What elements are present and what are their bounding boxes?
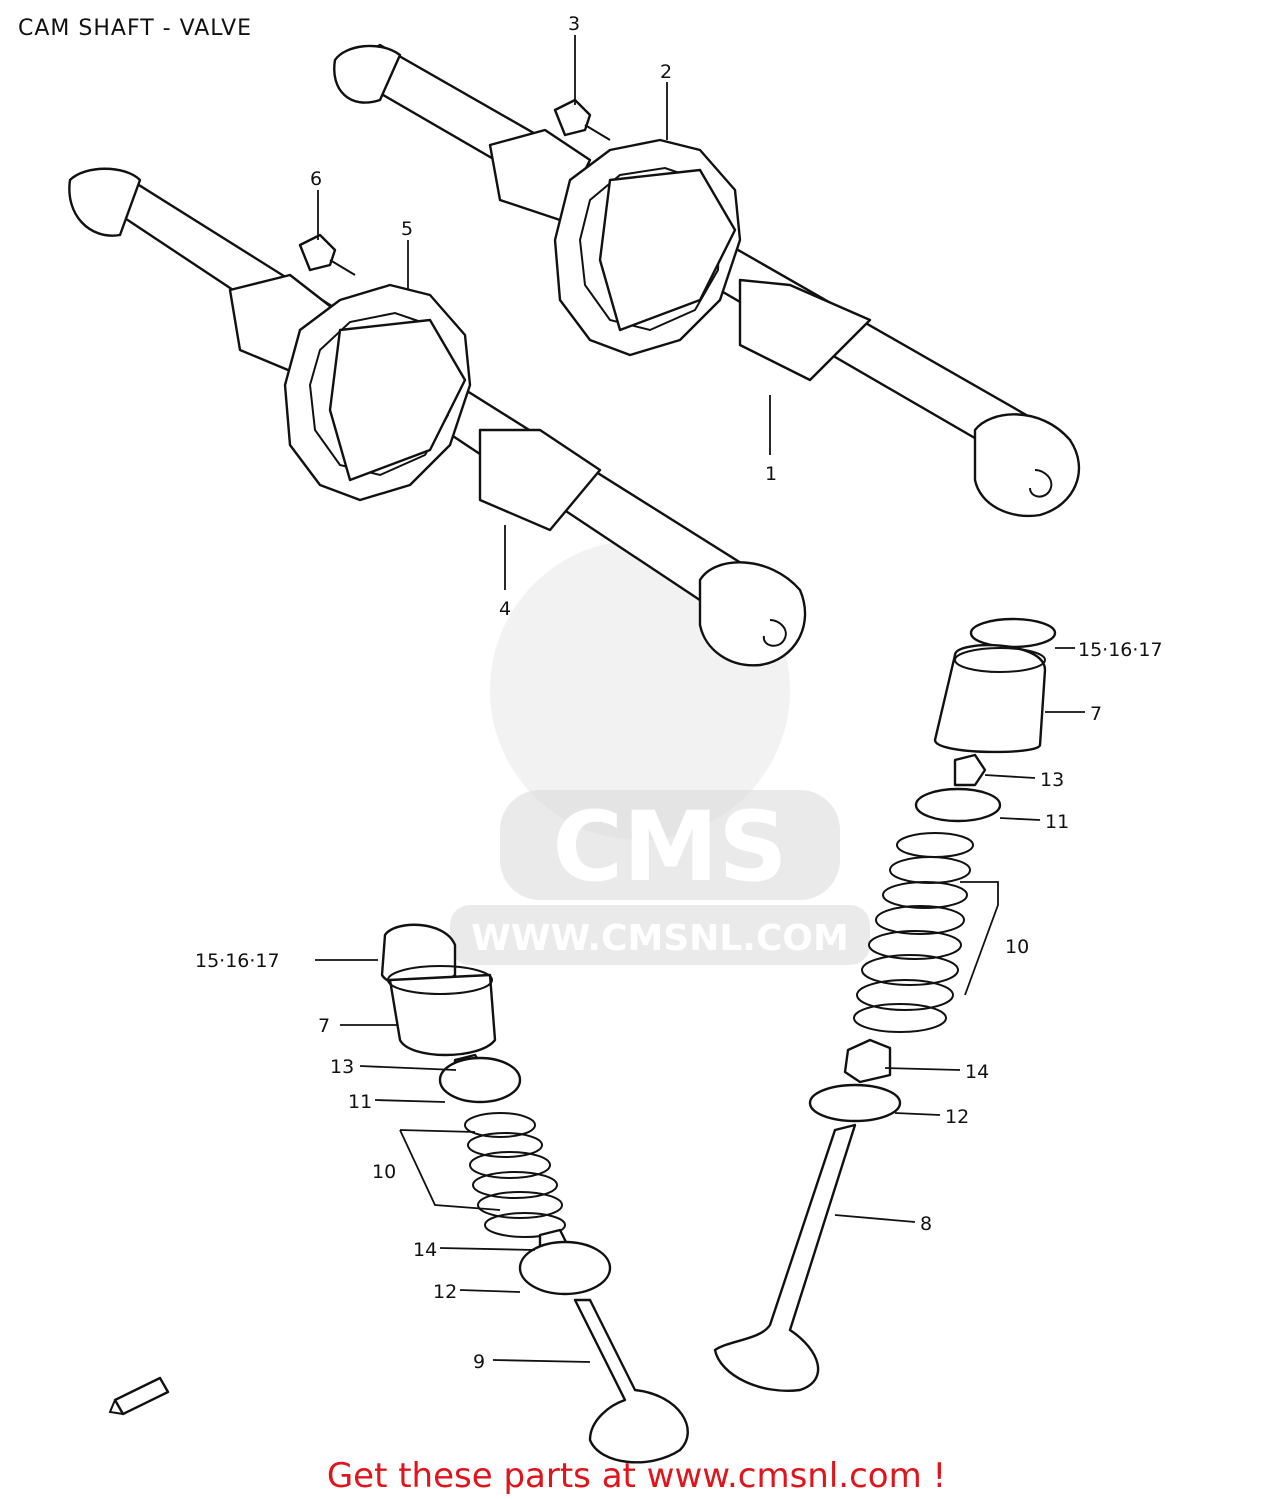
callout-7-right: 7 (1090, 703, 1102, 725)
callout-labels: 3 2 6 5 1 4 15·16·17 7 13 11 10 14 12 8 … (195, 13, 1163, 1373)
callout-12-left: 12 (433, 1281, 457, 1303)
retainer-right (914, 787, 1002, 823)
valve-intake-9 (573, 1298, 689, 1464)
seal-right (843, 1038, 892, 1084)
leader-lines (315, 35, 1085, 1363)
callout-7-left: 7 (318, 1015, 330, 1037)
spring-left (464, 1112, 566, 1238)
shim-right (969, 617, 1057, 649)
callout-5: 5 (401, 218, 413, 240)
page-title: CAM SHAFT - VALVE (18, 16, 253, 41)
footer-link[interactable]: Get these parts at www.cmsnl.com ! (326, 1456, 947, 1496)
callout-10-left: 10 (372, 1161, 396, 1183)
callout-10-right: 10 (1005, 936, 1029, 958)
right-valve-assembly (713, 617, 1057, 1392)
spring-seat-right (808, 1083, 902, 1123)
left-valve-assembly (380, 923, 689, 1464)
callout-14-right: 14 (965, 1061, 989, 1083)
cam-sprocket-5 (283, 283, 472, 502)
spring-right (853, 832, 974, 1033)
callout-11-right: 11 (1045, 811, 1069, 833)
callout-8: 8 (920, 1213, 932, 1235)
callout-6: 6 (310, 168, 322, 190)
callout-14-left: 14 (413, 1239, 437, 1261)
callout-12-right: 12 (945, 1106, 969, 1128)
callout-2: 2 (660, 61, 672, 83)
sprocket-bolt-6 (298, 233, 356, 276)
callout-11-left: 11 (348, 1091, 372, 1113)
tappet-right (933, 643, 1047, 754)
watermark-url: WWW.CMSNL.COM (471, 918, 849, 959)
callout-13-right: 13 (1040, 769, 1064, 791)
callout-1: 1 (765, 463, 777, 485)
callout-15-16-17-right: 15·16·17 (1078, 639, 1163, 661)
cam-sprocket-2 (553, 138, 742, 357)
spring-seat-left (518, 1240, 612, 1296)
callout-15-16-17-left: 15·16·17 (195, 950, 280, 972)
watermark-brand: CMS (552, 791, 787, 903)
cotter-right (953, 753, 987, 787)
callout-3: 3 (568, 13, 580, 35)
valve-exhaust-8 (713, 1123, 857, 1392)
sprocket-bolt-3 (553, 98, 611, 141)
tappet-left (388, 973, 497, 1057)
callout-9: 9 (473, 1351, 485, 1373)
callout-4: 4 (499, 598, 511, 620)
cms-watermark: CMS WWW.CMSNL.COM (450, 540, 870, 965)
callout-13-left: 13 (330, 1056, 354, 1078)
direction-arrow-icon (108, 1376, 170, 1416)
retainer-left (438, 1056, 522, 1104)
